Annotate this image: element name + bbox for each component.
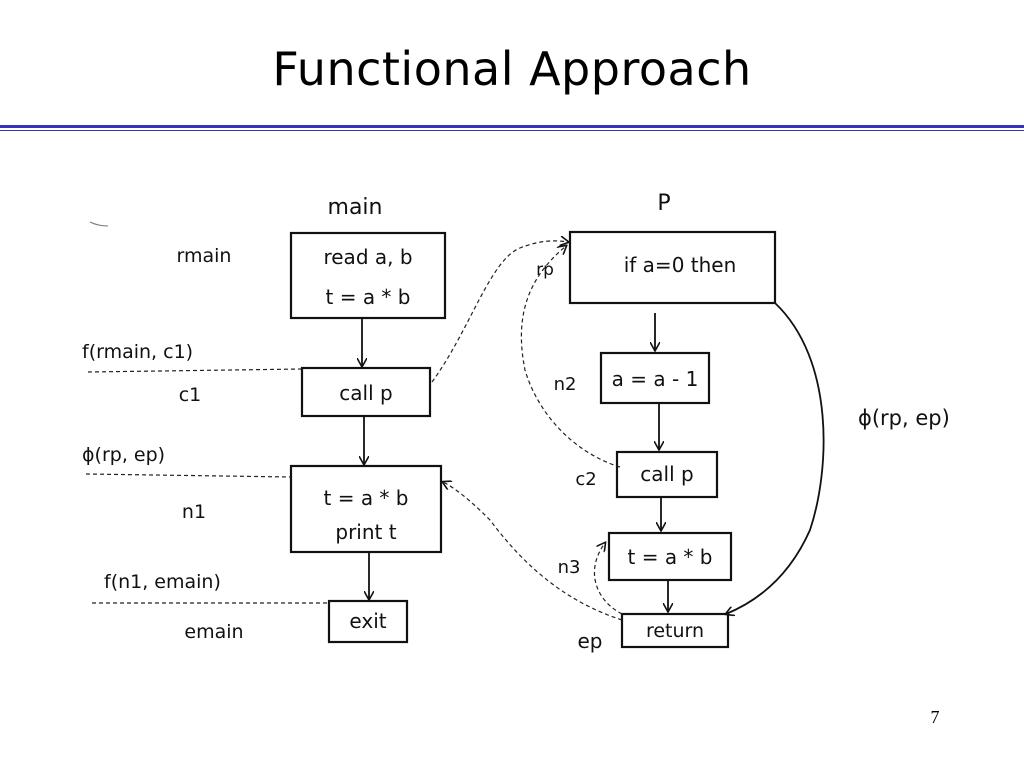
slide-title: Functional Approach xyxy=(272,42,752,96)
annotation-phi-right: ϕ(rp, ep) xyxy=(858,406,950,430)
leader-phi-left xyxy=(85,473,292,478)
p-exit-label: ep xyxy=(578,629,603,653)
main-exit-node xyxy=(327,599,409,644)
p-start-label: rp xyxy=(536,260,554,280)
main-column-label: main xyxy=(328,195,383,220)
leader-f-rmain-c1 xyxy=(87,368,303,373)
main-read-line2: t = a * b xyxy=(326,285,411,309)
edge-if-to-return xyxy=(726,302,825,614)
main-read-line1: read a, b xyxy=(323,245,412,269)
p-n3-label: n3 xyxy=(558,557,581,578)
p-dec-node xyxy=(599,351,711,405)
main-print-node xyxy=(289,464,443,554)
title-rule xyxy=(0,125,1024,128)
p-dec-text: a = a - 1 xyxy=(612,367,699,391)
annotation-f-n1-emain: f(n1, emain) xyxy=(104,571,221,593)
p-n2-label: n2 xyxy=(554,374,577,395)
p-if-text: if a=0 then xyxy=(624,253,737,277)
main-start-label: rmain xyxy=(177,245,232,267)
main-exit-label: emain xyxy=(184,621,243,643)
p-column-label: P xyxy=(657,191,670,216)
main-n1-label: n1 xyxy=(182,501,206,523)
p-mul-text: t = a * b xyxy=(628,545,713,569)
stray-mark xyxy=(89,221,109,227)
return-edge-ep-to-n3 xyxy=(593,543,623,615)
main-print-line1: t = a * b xyxy=(324,486,409,510)
p-mul-node xyxy=(607,531,733,582)
main-c1-label: c1 xyxy=(179,384,202,406)
p-return-node xyxy=(620,612,730,649)
p-c2-label: c2 xyxy=(575,469,596,490)
p-if-node xyxy=(568,230,777,305)
main-exit-text: exit xyxy=(349,609,386,633)
title-rule-thin xyxy=(0,130,1024,131)
p-return-text: return xyxy=(646,620,704,642)
page-number: 7 xyxy=(930,707,940,727)
return-edge-ep-to-n1 xyxy=(443,482,623,621)
main-call-node xyxy=(300,366,432,418)
main-call-text: call p xyxy=(339,381,392,405)
annotation-f-rmain-c1: f(rmain, c1) xyxy=(82,341,193,363)
main-read-node xyxy=(289,231,447,320)
main-print-line2: print t xyxy=(335,520,396,544)
call-edge-c2-to-rp xyxy=(520,246,621,468)
p-call-text: call p xyxy=(640,462,693,486)
annotation-phi-left: ϕ(rp, ep) xyxy=(82,444,165,466)
p-call-node xyxy=(615,450,719,499)
